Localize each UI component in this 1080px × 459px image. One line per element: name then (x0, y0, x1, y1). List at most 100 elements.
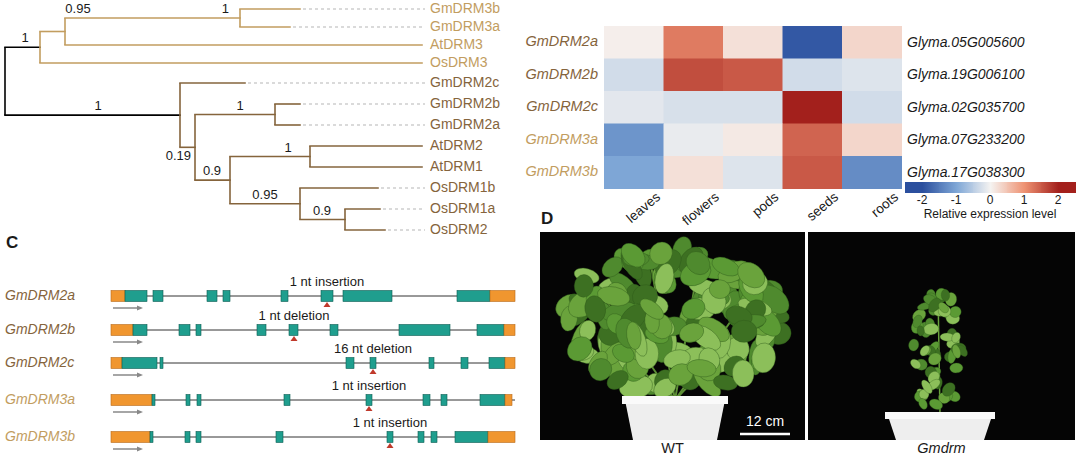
heatmap-cell (664, 26, 724, 59)
leaf (637, 295, 668, 323)
heatmap-cell (723, 26, 783, 59)
utr-box (490, 291, 515, 302)
exon-box (196, 325, 201, 336)
leaf (583, 294, 608, 324)
heatmap-cell (604, 124, 664, 157)
exon-box (196, 432, 201, 443)
tree-guide (293, 27, 425, 28)
mutation-note: 1 nt insertion (332, 379, 406, 393)
colorbar-swatch (939, 182, 974, 193)
leaf (750, 342, 777, 374)
heatmap-cell (664, 124, 724, 157)
taxon-label: AtDRM3 (430, 37, 483, 52)
mutation-marker (324, 302, 331, 307)
photo-ground (808, 232, 1075, 440)
exon-box (399, 325, 450, 336)
plant-photo (808, 232, 1075, 440)
heatmap-cell (604, 26, 664, 59)
tissue-label: flowers (680, 190, 722, 229)
tree-guide (248, 83, 425, 84)
exon-box (179, 325, 190, 336)
direction-arrow (113, 411, 137, 413)
bootstrap-value: 0.9 (203, 164, 221, 178)
exon-box (370, 358, 376, 369)
colorbar-tick: 0 (987, 194, 994, 207)
mutation-note: 16 nt deletion (334, 342, 412, 356)
leaf (941, 289, 950, 301)
tree-branch (180, 82, 245, 84)
tree-branch (230, 156, 310, 158)
bootstrap-value: 0.95 (65, 2, 90, 16)
exon-box (257, 325, 266, 336)
tree-branch (179, 83, 181, 147)
tree-branch (194, 115, 196, 181)
gene-name: GmDRM2b (5, 322, 75, 337)
leaf (603, 367, 631, 394)
heatmap-cell (783, 26, 843, 59)
gene-name: GmDRM2a (5, 288, 75, 303)
utr-box (111, 291, 125, 302)
direction-arrow (113, 374, 137, 376)
leaf (928, 397, 945, 411)
heatmap-cell (842, 91, 902, 124)
direction-arrow (113, 307, 137, 309)
leaf (950, 331, 962, 344)
exon-box (153, 291, 163, 302)
exon-box (441, 395, 447, 406)
pot-rim (622, 396, 728, 404)
intron-line (111, 296, 515, 297)
exon-box (185, 432, 190, 443)
panel-letter: D (541, 210, 553, 229)
colorbar-tick: -1 (951, 194, 962, 207)
tree-branch (300, 219, 345, 221)
exon-box (281, 291, 288, 302)
exon-box (133, 325, 147, 336)
exon-box (418, 432, 424, 443)
utr-box (505, 358, 515, 369)
gene-id: Glyma.07G233200 (907, 132, 1025, 147)
heatmap-cell (723, 59, 783, 92)
scale-label: 12 cm (746, 414, 784, 429)
heatmap-cell (783, 156, 843, 189)
heatmap-cell (604, 91, 664, 124)
intron-line (111, 400, 515, 401)
heatmap-cell (842, 124, 902, 157)
colorbar-tick: 2 (1055, 194, 1062, 207)
leaf (917, 397, 929, 411)
exon-box (207, 291, 217, 302)
leaf (677, 320, 707, 346)
utr-box (504, 325, 515, 336)
heatmap-cell (723, 124, 783, 157)
bootstrap-value: 1 (236, 99, 243, 113)
heatmap-cell (842, 156, 902, 189)
photo-panel: Gmdrm (808, 232, 1075, 440)
tissue-label: leaves (624, 190, 663, 226)
utr-box (111, 432, 150, 443)
tree-branch (274, 104, 276, 125)
direction-arrow (113, 448, 137, 450)
bootstrap-value: 1 (94, 99, 101, 113)
taxon-label: GmDRM2b (430, 96, 500, 111)
bootstrap-value: 1 (21, 31, 28, 45)
utr-box (488, 432, 515, 443)
panel-letter: C (6, 234, 18, 253)
leaf (562, 332, 596, 366)
axis-title: Relative expression level (924, 208, 1057, 221)
leaf (731, 320, 757, 343)
exon-box (477, 325, 504, 336)
leaf (909, 357, 923, 371)
tree-branch (5, 46, 40, 48)
exon-box (321, 291, 333, 302)
leaf (625, 321, 643, 351)
mutation-marker (370, 369, 377, 374)
pot (625, 400, 725, 440)
leaf (936, 300, 950, 315)
mutation-note: 1 nt insertion (353, 416, 427, 430)
tree-branch (309, 146, 311, 167)
tree-branch (300, 187, 378, 189)
taxon-label: GmDRM2a (430, 117, 500, 132)
bootstrap-value: 0.9 (313, 204, 331, 218)
panel-caption: Gmdrm (917, 441, 965, 457)
leaf (916, 325, 925, 336)
exon-box (152, 395, 155, 406)
